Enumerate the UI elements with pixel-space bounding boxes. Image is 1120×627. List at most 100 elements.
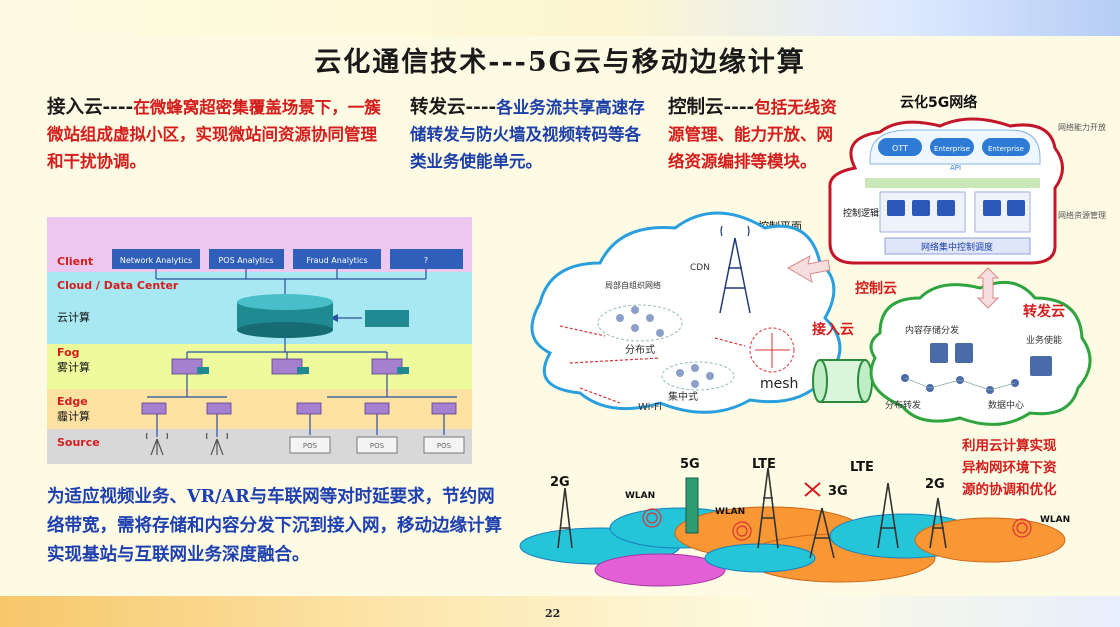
pos-label-1: POS [303,442,318,450]
access-cloud-lead: 接入云---- [47,97,134,118]
layer-label-client: Client [57,255,93,268]
edge-layer-band [47,389,472,429]
pos-terminal-1: POS [289,436,331,454]
api-label: API [950,164,961,172]
tower-label-wlan-3: WLAN [1040,515,1070,525]
layer-label-fog-cn: 雾计算 [57,360,90,374]
forward-cloud-label: 转发云 [1023,303,1065,320]
tower-label-wlan-1: WLAN [625,491,655,501]
signal-waves-icon [720,225,750,237]
access-cloud-body: 在微蜂窝超密集覆盖场景下，一簇微站组成虚拟小区，实现微站间资源协同管理和干扰协调… [47,98,381,171]
forward-cloud-body: 各业务流共享高速存储转发与防火墙及视频转码等各类业务使能单元。 [410,98,645,171]
tower-label-2g-right: 2G [925,477,945,492]
fog-diagram-links [147,269,457,437]
fog-node-accents [197,367,409,374]
layer-label-cloud-cn: 云计算 [57,310,90,324]
self-org-label: 局部自组织网络 [605,280,661,290]
ott-pill: OTT [878,138,922,156]
tower-label-2g-left: 2G [550,475,570,490]
control-cloud-lead: 控制云---- [668,97,755,118]
mesh-label: mesh [760,376,798,392]
client-box-2: POS Analytics [209,249,284,269]
layer-label-fog: Fog [57,346,80,359]
distributed-cluster-outline [597,304,683,342]
cdn-label: CDN [690,263,710,273]
client-box-4-label: ? [424,256,428,265]
client-box-3-label: Fraud Analytics [306,256,367,265]
antenna-icons [145,432,229,456]
tower-label-wlan-2: WLAN [715,507,745,517]
access-cloud-description: 接入云----在微蜂窝超密集覆盖场景下，一簇微站组成虚拟小区，实现微站间资源协同… [47,94,392,175]
source-layer-band [47,429,472,464]
forward-node-links [904,377,1016,391]
coverage-areas [519,506,1066,587]
network-resource-label: 网络资源管理 [1058,210,1106,220]
fog-computing-diagram: Client Cloud / Data Center 云计算 Fog 雾计算 E… [47,217,472,464]
tower-label-5g: 5G [680,457,700,472]
content-storage-label: 内容存储分发 [905,324,959,336]
control-module-icons [887,200,1025,216]
top-gradient-band [0,0,1120,36]
bottom-gradient-band [0,596,1120,627]
data-center-label: 数据中心 [988,399,1024,411]
forward-cloud-shape [869,280,1092,426]
enterprise-pill-1: Enterprise [930,138,974,156]
central-control-label: 网络集中控制调度 [921,241,993,253]
client-box-4: ? [390,249,463,269]
interconnect-arrows [786,255,1000,309]
client-box-3: Fraud Analytics [293,249,381,269]
central-control-bar [884,237,1031,255]
mec-description: 为适应视频业务、VR/AR与车联网等对时延要求，节约网络带宽，需将存储和内容分发… [47,487,502,565]
slide-title: 云化通信技术---5G云与移动边缘计算 [314,47,806,78]
layer-label-edge: Edge [57,395,88,408]
control-cloud-description: 控制云----包括无线资源管理、能力开放、网络资源编排等模块。 [668,94,843,175]
pos-label-2: POS [370,442,385,450]
wlan-signal-icons [642,508,1032,541]
wifi-label: Wi-Fi [638,402,662,413]
centralized-label: 集中式 [668,390,698,403]
pos-terminal-3: POS [423,436,465,454]
client-box-2-label: POS Analytics [218,256,273,265]
distributed-forward-label: 分布转发 [885,399,921,411]
fog-layer-band [47,344,472,389]
cloud-pill-1: OTT [892,144,908,153]
tower-label-lte-2: LTE [850,460,874,475]
cloud-pill-2: Enterprise [934,145,970,153]
page-number: 22 [545,607,561,620]
distributed-node-icons [616,306,714,388]
control-header-bar [865,178,1040,188]
tower-icons [557,467,947,559]
cloud-pill-3: Enterprise [988,145,1024,153]
client-box-1: Network Analytics [112,249,200,269]
access-cloud-label: 接入云 [812,321,854,338]
link-arrows [559,325,746,404]
layer-label-cloud: Cloud / Data Center [57,279,179,292]
client-box-1-label: Network Analytics [120,256,192,265]
pos-terminal-2: POS [356,436,398,454]
layer-label-edge-cn: 霾计算 [57,409,90,423]
tower-label-lte-1: LTE [752,457,776,472]
centralized-cluster-outline [661,361,735,391]
layer-label-source: Source [57,436,100,449]
control-logic-label: 控制逻辑 [843,207,879,219]
forward-cloud-description: 转发云----各业务流共享高速存储转发与防火墙及视频转码等各类业务使能单元。 [410,94,650,175]
access-cloud-shape [530,211,842,414]
enterprise-pill-2: Enterprise [982,138,1030,156]
service-enable-label: 业务使能 [1026,334,1062,346]
cloud-5g-network-title: 云化5G网络 [900,94,977,111]
tower-label-3g: 3G [828,484,848,499]
database-cylinder-icon [237,294,333,338]
arrow-head-icon [330,314,338,322]
blocked-signal-icon [804,482,821,497]
edge-node-icons [141,402,457,415]
cdn-tower-icon [719,237,751,314]
control-cloud-label: 控制云 [855,280,897,297]
hetnet-text: 利用云计算实现 异构网环境下资 源的协调和优化 [962,437,1061,498]
5g-tower-icon [685,477,699,534]
cloud-connector-tube [812,359,873,403]
forward-cloud-lead: 转发云---- [410,97,497,118]
pos-label-3: POS [437,442,452,450]
distributed-label: 分布式 [625,343,655,356]
control-cloud-body: 包括无线资源管理、能力开放、网络资源编排等模块。 [668,98,837,171]
network-capability-label: 网络能力开放 [1058,122,1106,132]
